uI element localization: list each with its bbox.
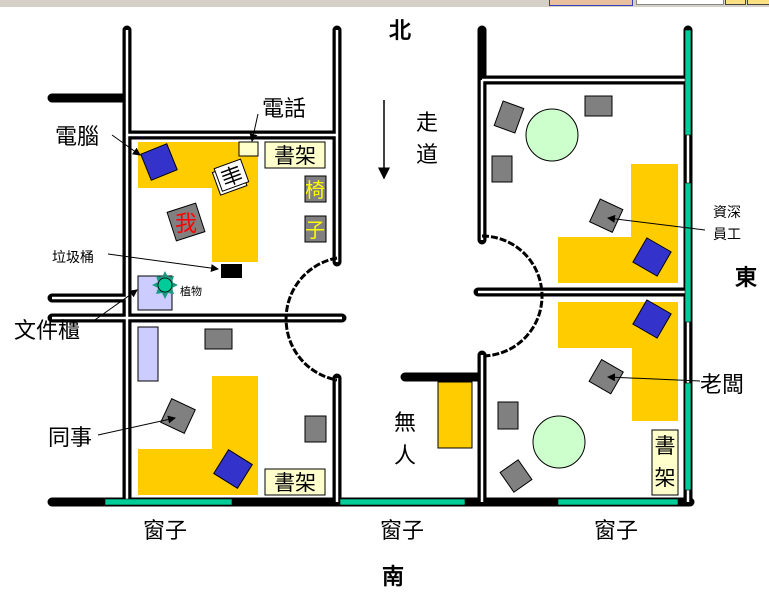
chair bbox=[304, 175, 327, 203]
computer-label: 電腦 bbox=[55, 125, 99, 150]
chair bbox=[584, 95, 613, 117]
toolbar-button[interactable] bbox=[549, 0, 633, 6]
bookshelf bbox=[264, 141, 326, 169]
chair bbox=[493, 100, 525, 134]
bookshelf-label-2: 架 bbox=[655, 466, 676, 490]
colleague-office: 書架 bbox=[137, 326, 327, 496]
toolbar-input[interactable] bbox=[636, 0, 724, 5]
browser-toolbar-strip bbox=[0, 0, 769, 7]
window bbox=[104, 498, 233, 506]
east-label: 東 bbox=[735, 266, 757, 291]
my-office: 我 植物 書架 椅 子 bbox=[137, 141, 327, 311]
chair bbox=[491, 155, 513, 183]
file-cabinet bbox=[137, 326, 159, 382]
chair bbox=[304, 215, 327, 243]
colleague-label: 同事 bbox=[48, 426, 92, 451]
bookshelf bbox=[651, 429, 679, 496]
dropdown-button[interactable] bbox=[725, 0, 746, 5]
file-cabinet-label: 文件櫃 bbox=[14, 319, 80, 344]
trash-label: 垃圾桶 bbox=[52, 250, 94, 266]
vacant-label-2: 人 bbox=[394, 444, 416, 469]
newspaper-icon bbox=[211, 158, 250, 196]
computer bbox=[213, 449, 253, 489]
window-label: 窗子 bbox=[594, 519, 638, 544]
phone-label: 電話 bbox=[262, 97, 306, 122]
bookshelf bbox=[264, 468, 326, 496]
bookshelf-label: 書架 bbox=[274, 471, 316, 495]
corridor: 北 走 道 無 人 bbox=[378, 19, 473, 469]
colleague-chair bbox=[160, 398, 196, 434]
chair bbox=[497, 401, 519, 430]
window bbox=[684, 182, 692, 323]
my-chair bbox=[166, 202, 206, 242]
windows bbox=[104, 29, 692, 506]
boss-office: 書 架 bbox=[497, 299, 679, 496]
desk bbox=[437, 381, 473, 449]
boss-label: 老闆 bbox=[700, 373, 744, 398]
plant-icon bbox=[152, 271, 178, 299]
plant-label: 植物 bbox=[180, 284, 202, 298]
round-table bbox=[525, 108, 579, 162]
window bbox=[684, 29, 692, 136]
me-label: 我 bbox=[175, 212, 197, 237]
senior-office bbox=[491, 95, 678, 283]
chair-label-1: 椅 bbox=[305, 178, 325, 202]
senior-chair bbox=[588, 198, 624, 233]
chair bbox=[204, 328, 233, 350]
chair bbox=[499, 459, 533, 493]
door-right bbox=[481, 234, 544, 358]
north-label: 北 bbox=[389, 19, 411, 44]
south-label: 南 bbox=[382, 565, 404, 590]
computer bbox=[632, 299, 672, 339]
senior-label-2: 員工 bbox=[713, 227, 741, 243]
corridor-label-2: 道 bbox=[416, 143, 438, 168]
chair-label-2: 子 bbox=[305, 218, 325, 242]
vacant-label-1: 無 bbox=[394, 411, 416, 436]
window bbox=[557, 498, 679, 506]
bookshelf-label-1: 書 bbox=[655, 434, 676, 458]
window-label: 窗子 bbox=[380, 519, 424, 544]
door-left bbox=[284, 256, 338, 382]
boss-chair bbox=[588, 358, 624, 395]
bookshelf-label: 書架 bbox=[274, 144, 316, 168]
chair bbox=[304, 415, 327, 443]
window bbox=[339, 498, 466, 506]
toolbar-button-2[interactable] bbox=[747, 0, 769, 5]
doors bbox=[284, 234, 544, 382]
round-table bbox=[532, 415, 586, 469]
window bbox=[684, 382, 692, 491]
corridor-label-1: 走 bbox=[416, 111, 438, 136]
computer bbox=[632, 237, 672, 277]
callouts bbox=[91, 113, 706, 436]
senior-label-1: 資深 bbox=[713, 205, 741, 221]
phone bbox=[238, 141, 259, 157]
computer bbox=[140, 143, 178, 181]
trash-bin bbox=[221, 264, 242, 278]
window-label: 窗子 bbox=[143, 519, 187, 544]
